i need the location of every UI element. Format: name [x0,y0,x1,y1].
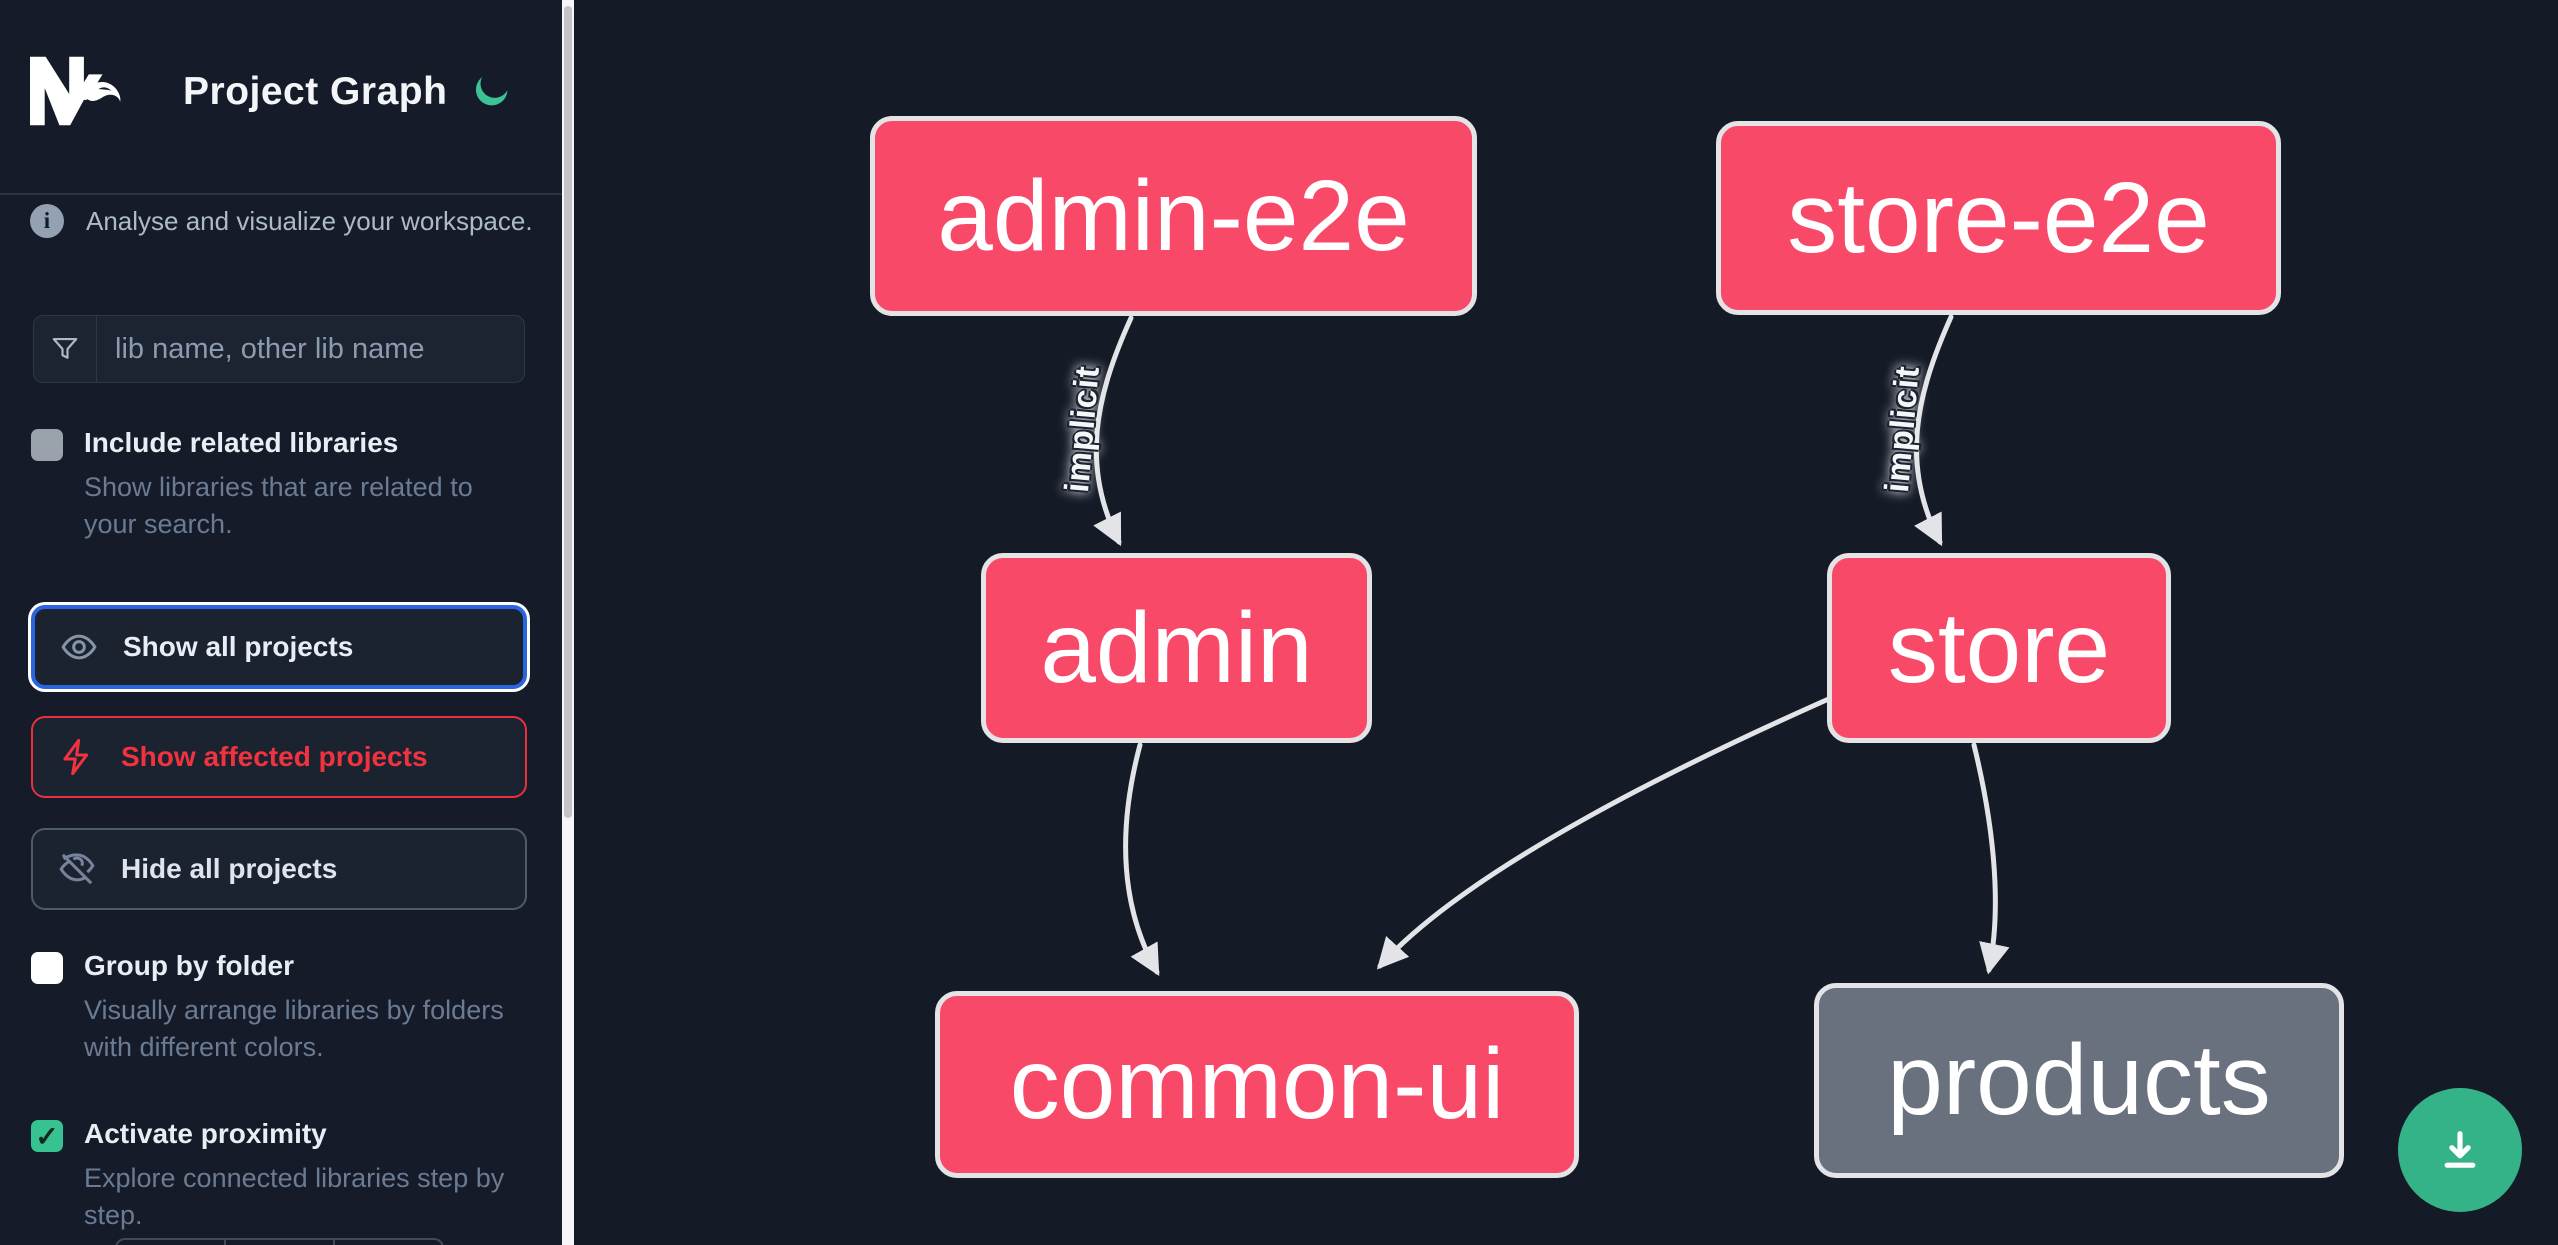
hide-all-projects-button[interactable]: Hide all projects [31,828,527,910]
show-affected-projects-button[interactable]: Show affected projects [31,716,527,798]
button-label: Hide all projects [121,853,338,884]
toggle-label: Group by folder [84,950,294,981]
eye-icon [61,634,97,660]
toggle-label: Include related libraries [84,427,399,458]
nx-logo [30,56,121,126]
checkbox-activate-proximity[interactable]: ✓ [31,1120,63,1152]
search-input[interactable] [97,316,524,382]
toggle-description: Explore connected libraries step by step… [84,1163,505,1230]
sidebar-scrollbar-thumb[interactable] [564,6,572,818]
header-divider [0,193,562,195]
node-store[interactable]: store [1827,553,2171,743]
workspace-tagline-row: i Analyse and visualize your workspace. [30,204,533,238]
button-label: Show all projects [123,631,354,662]
show-all-projects-button[interactable]: Show all projects [31,605,527,689]
node-admin[interactable]: admin [981,553,1372,743]
workspace-tagline: Analyse and visualize your workspace. [86,205,533,236]
funnel-icon [34,316,97,382]
eye-off-icon [59,853,95,885]
checkbox-group-by-folder[interactable] [31,952,63,984]
node-common-ui[interactable]: common-ui [935,991,1579,1178]
bolt-icon [63,738,89,776]
toggle-label: Activate proximity [84,1118,327,1149]
download-image-button[interactable] [2398,1088,2522,1212]
button-label: Show affected projects [121,741,428,772]
info-icon: i [30,204,64,238]
moon-icon[interactable] [470,70,512,112]
page-title: Project Graph [183,70,448,113]
node-products[interactable]: products [1814,983,2344,1178]
node-store-e2e[interactable]: store-e2e [1716,121,2281,315]
toggle-description: Visually arrange libraries by folders wi… [84,995,504,1062]
node-admin-e2e[interactable]: admin-e2e [870,116,1477,316]
toggle-description: Show libraries that are related to your … [84,472,473,539]
checkbox-include-related-libraries[interactable] [31,429,63,461]
proximity-stepper-partial[interactable] [115,1238,444,1245]
project-filter-search [33,315,525,383]
sidebar: Project Graph i Analyse and visualize yo… [0,0,562,1245]
download-icon [2444,1131,2476,1168]
